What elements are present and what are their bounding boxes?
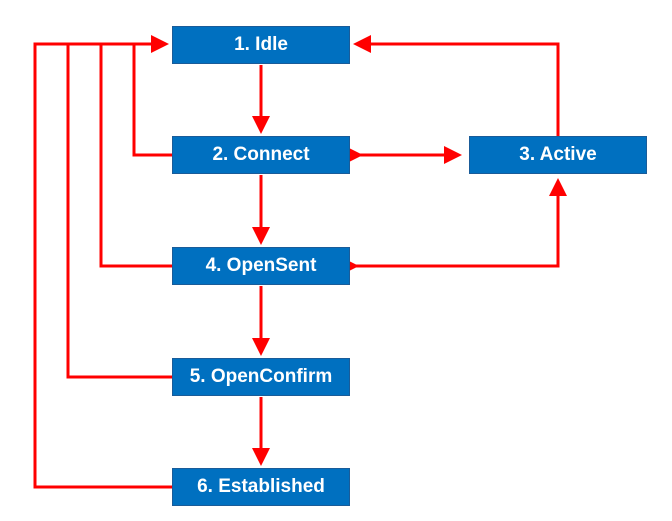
state-opensent: 4. OpenSent	[172, 247, 350, 285]
state-openconfirm-label: 5. OpenConfirm	[189, 366, 333, 387]
state-opensent-label: 4. OpenSent	[205, 255, 317, 276]
state-idle-label: 1. Idle	[234, 34, 288, 55]
state-idle: 1. Idle	[172, 26, 350, 64]
arrow-connect-to-idle	[132, 44, 172, 157]
state-connect: 2. Connect	[172, 136, 350, 174]
arrow-opensent-to-idle	[99, 44, 172, 268]
arrow-active-to-idle	[353, 35, 560, 136]
arrow-openconfirm-to-idle	[66, 44, 172, 379]
arrow-opensent-active-bidirectional	[341, 178, 567, 275]
state-connect-label: 2. Connect	[212, 144, 310, 165]
arrow-established-to-idle	[33, 35, 172, 489]
state-active-label: 3. Active	[519, 144, 597, 165]
state-active: 3. Active	[469, 136, 647, 174]
state-established: 6. Established	[172, 468, 350, 506]
state-openconfirm: 5. OpenConfirm	[172, 358, 350, 396]
state-established-label: 6. Established	[197, 476, 325, 497]
